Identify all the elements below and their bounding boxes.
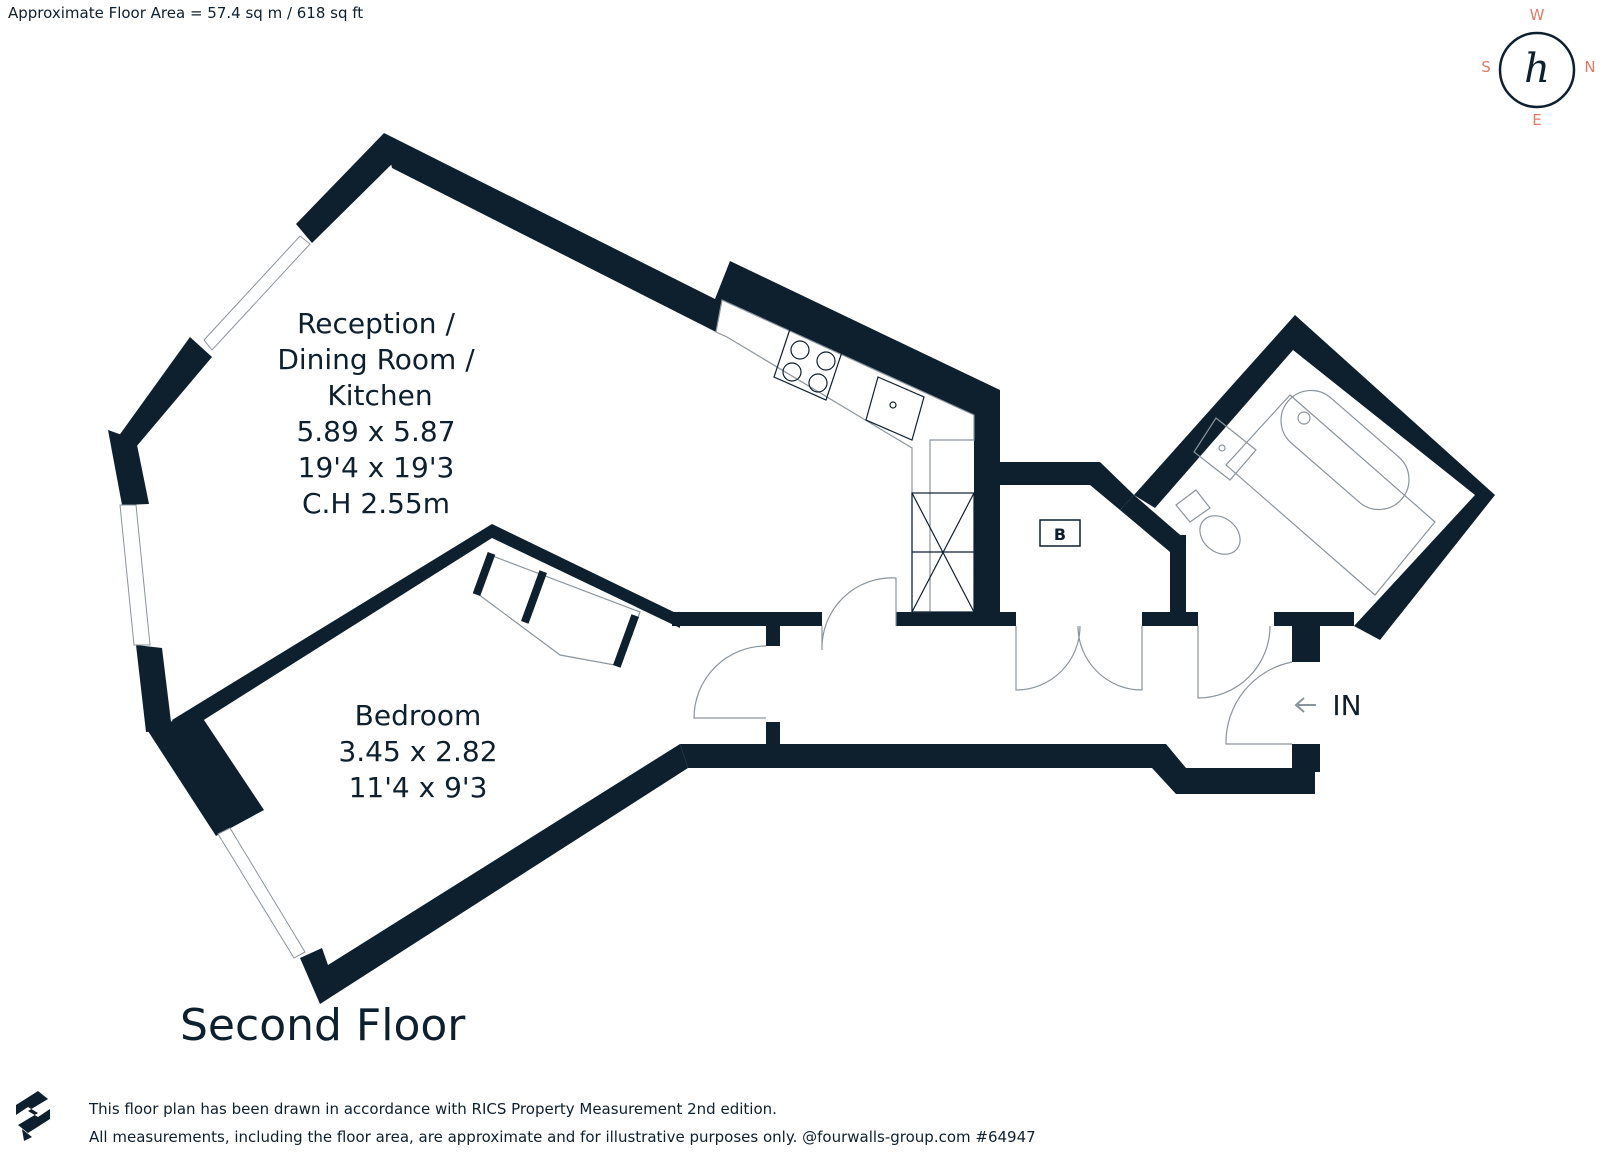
wall-entry-upper — [1292, 626, 1320, 662]
entrance-marker: IN — [1294, 689, 1362, 722]
bedroom-label: Bedroom 3.45 x 2.82 11'4 x 9'3 — [338, 699, 497, 804]
wall-bedroom-left — [146, 714, 264, 836]
fourwalls-logo-icon — [16, 1091, 50, 1141]
entrance-arrow-icon — [1294, 697, 1316, 713]
wall-bath-top — [1134, 315, 1495, 508]
wall-hall-top-mid — [896, 612, 1016, 626]
wall-boiler-right — [1170, 535, 1186, 617]
entrance-label: IN — [1332, 689, 1361, 722]
wall-stub-upper — [766, 626, 780, 646]
window-left — [119, 504, 151, 646]
compass-ring — [1498, 31, 1576, 109]
wardrobe-icon — [472, 551, 641, 668]
floor-area-label: Approximate Floor Area = 57.4 sq m / 618… — [8, 4, 364, 22]
wall-left-upper — [118, 337, 212, 447]
compass: W E S N h — [1481, 6, 1595, 129]
compass-west: W — [1530, 6, 1545, 24]
walls — [108, 133, 1495, 1004]
reception-ceiling: C.H 2.55m — [302, 487, 450, 520]
reception-name-line2: Dining Room / — [277, 343, 475, 376]
wall-bedroom-bottom — [300, 744, 688, 1004]
wall-left-corner — [108, 430, 149, 505]
disclaimer-line-2: All measurements, including the floor ar… — [89, 1128, 1036, 1146]
reception-imperial: 19'4 x 19'3 — [298, 451, 455, 484]
basin-icon — [1193, 417, 1257, 481]
bathroom-fixtures — [1175, 389, 1436, 596]
wall-boiler-top — [1000, 462, 1134, 510]
fridge-icon — [911, 492, 975, 613]
doors — [693, 577, 1293, 745]
wall-divider — [172, 524, 680, 735]
compass-south: S — [1481, 58, 1491, 76]
wall-stub-lower — [766, 722, 780, 744]
window-bedroom — [217, 827, 306, 959]
wall-boiler-diag — [1120, 495, 1186, 552]
reception-name-line3: Kitchen — [327, 379, 432, 412]
wall-hall-top-left — [672, 612, 822, 626]
windows — [119, 235, 311, 959]
kitchen-units — [715, 299, 975, 613]
reception-name-line1: Reception / — [297, 307, 455, 340]
door-bedroom — [693, 645, 767, 719]
bath-icon — [1225, 389, 1436, 596]
compass-logo-letter: h — [1524, 46, 1550, 92]
compass-east: E — [1532, 111, 1541, 129]
window-top-left — [203, 235, 311, 351]
bedroom-metric: 3.45 x 2.82 — [338, 735, 497, 768]
wall-left-lower — [136, 645, 172, 732]
compass-north: N — [1584, 58, 1595, 76]
floor-title: Second Floor — [180, 1000, 466, 1051]
toilet-icon — [1175, 489, 1241, 555]
bedroom-imperial: 11'4 x 9'3 — [349, 771, 488, 804]
reception-metric: 5.89 x 5.87 — [296, 415, 455, 448]
hob-icon — [773, 328, 843, 401]
wall-hall-top-far — [1274, 612, 1354, 626]
door-boiler-right — [1077, 625, 1143, 691]
door-boiler-left — [1015, 625, 1081, 691]
wall-top — [384, 133, 1000, 415]
sink-icon — [865, 376, 925, 441]
boiler-box: B — [1039, 519, 1081, 547]
wall-hall-bottom — [680, 744, 1315, 794]
door-reception — [821, 577, 897, 651]
bedroom-name: Bedroom — [355, 699, 482, 732]
wall-top-left — [296, 133, 398, 243]
reception-label: Reception / Dining Room / Kitchen 5.89 x… — [277, 307, 475, 520]
wall-bath-right — [1354, 495, 1495, 640]
door-entrance — [1225, 661, 1293, 745]
door-bathroom — [1197, 625, 1271, 699]
wall-entry-lower — [1292, 744, 1320, 772]
boiler-label: B — [1054, 525, 1066, 544]
disclaimer-line-1: This floor plan has been drawn in accord… — [89, 1100, 777, 1118]
wall-kitchen-right — [974, 390, 1000, 612]
